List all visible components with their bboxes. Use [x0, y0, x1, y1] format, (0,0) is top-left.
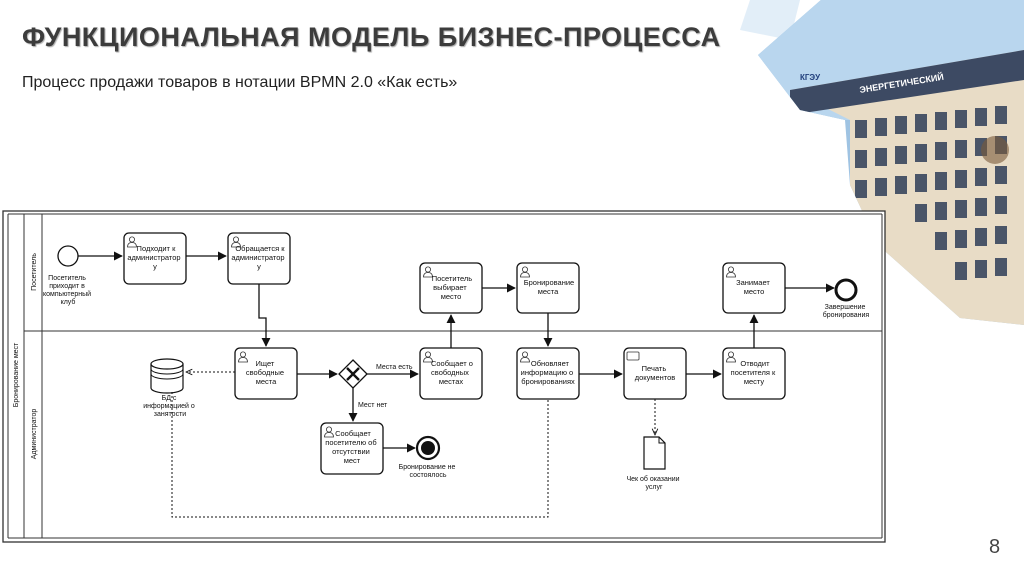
- svg-text:Занимает место: Занимает место: [736, 278, 772, 296]
- database-icon: [150, 358, 184, 394]
- lane-label-visitor: Посетитель: [31, 253, 38, 291]
- building-windows: [855, 106, 1007, 280]
- gateway-yes-label: Места есть: [376, 364, 413, 371]
- task-occupy-seat: Занимает место: [722, 262, 786, 314]
- task-choose-seat: Посетитель выбирает место: [419, 262, 483, 314]
- lane-label-admin: Администратор: [31, 409, 38, 460]
- svg-text:Печать документов: Печать документов: [635, 364, 676, 382]
- document-icon: [643, 436, 666, 470]
- decor-shape: [740, 0, 800, 40]
- slide-subtitle: Процесс продажи товаров в нотации BPMN 2…: [22, 74, 458, 91]
- task-print-docs: Печать документов: [623, 347, 687, 400]
- svg-text:Сообщает посетителю об: Сообщает посетителю об отсутствии мест: [325, 429, 378, 465]
- task-contact-admin: Обращается к администратор у: [227, 232, 291, 285]
- building-sign-band: [790, 50, 1024, 115]
- logo-text: КГЭУ: [800, 73, 821, 82]
- svg-text:Сообщает о свободных: Сообщает о свободных местах: [431, 359, 475, 386]
- task-report-free: Сообщает о свободных местах: [419, 347, 483, 400]
- task-booking-seat: Бронирование места: [516, 262, 580, 314]
- svg-text:Отводит посетителя к: Отводит посетителя к месту: [731, 359, 778, 386]
- document-label: Чек об оказании услуг: [626, 475, 681, 491]
- building-emblem: [981, 136, 1009, 164]
- svg-text:Обращается к администрат: Обращается к администратор у: [231, 244, 286, 271]
- bpmn-diagram: Бронирование мест Посетитель Администрат…: [2, 210, 886, 543]
- pool-label: Бронирование мест: [13, 342, 20, 407]
- svg-text:Подходит к администратор: Подходит к администратор у: [127, 244, 182, 271]
- slide-title: ФУНКЦИОНАЛЬНАЯ МОДЕЛЬ БИЗНЕС-ПРОЦЕССА: [22, 22, 721, 52]
- end-event-success-label: Завершение бронирования: [823, 304, 870, 319]
- exclusive-gateway: [338, 359, 368, 389]
- start-event: [57, 245, 79, 267]
- task-approach-admin: Подходит к администратор у: [123, 232, 187, 285]
- svg-text:Посетитель выбирает: Посетитель выбирает место: [432, 274, 475, 301]
- datastore-label: БД с информацией о занятости: [143, 395, 197, 418]
- task-lead-visitor: Отводит посетителя к месту: [722, 347, 786, 400]
- end-event-fail-label: Бронирование не состоялось: [399, 464, 458, 479]
- data-associations: [171, 372, 655, 518]
- gear-icon: [626, 351, 640, 361]
- svg-text:Ищет свободные мес: Ищет свободные места: [246, 359, 286, 386]
- page-number: 8: [989, 536, 1001, 558]
- end-event-success: [834, 278, 858, 302]
- task-report-none: Сообщает посетителю об отсутствии мест: [320, 422, 384, 475]
- sequence-flows: [78, 251, 835, 453]
- end-event-fail-fill: [421, 441, 435, 455]
- task-update-info: Обновляет информацию о бронированиях: [516, 347, 580, 400]
- svg-text:Бронирование места: Бронирование места: [524, 278, 577, 296]
- svg-text:Обновляет информацию о: Обновляет информацию о бронированиях: [521, 359, 576, 386]
- task-search-free: Ищет свободные места: [234, 347, 298, 400]
- gateway-no-label: Мест нет: [358, 402, 388, 409]
- start-event-label: Посетитель приходит в компьютерный клуб: [43, 275, 93, 306]
